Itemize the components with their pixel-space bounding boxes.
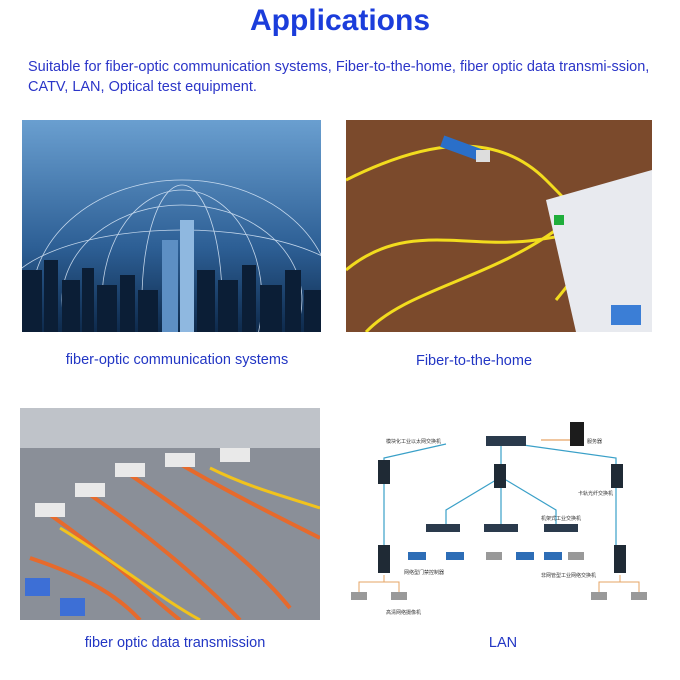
lan-label-rail-switch: 卡轨光纤交换机 [578,490,613,497]
lan-label-rack-switch: 机架式工业交换机 [541,515,581,522]
lan-label-camera: 高清网络摄像机 [386,609,421,616]
fiber-patch-cord-router-photo [346,120,652,332]
city-network-photo [22,120,321,332]
caption-fiber-optic-communication: fiber-optic communication systems [65,352,289,368]
page-title: Applications [249,4,430,37]
lan-label-unmanaged-switch: 非网管型工业网络交换机 [541,572,596,579]
caption-lan: LAN [488,635,518,651]
lan-label-server: 服务器 [587,438,602,445]
lan-label-access-controller: 网络型门禁控制器 [404,569,444,576]
lan-network-diagram: 模块化工业以太网交换机 服务器 卡轨光纤交换机 机架式工业交换机 网络型门禁控制… [346,420,660,620]
intro-text: Suitable for fiber-optic communication s… [28,59,650,95]
lan-label-switch: 模块化工业以太网交换机 [386,438,441,445]
caption-fiber-data-transmission: fiber optic data transmission [84,635,266,651]
caption-fiber-to-the-home: Fiber-to-the-home [415,353,533,369]
fiber-patch-panel-photo [20,408,320,620]
